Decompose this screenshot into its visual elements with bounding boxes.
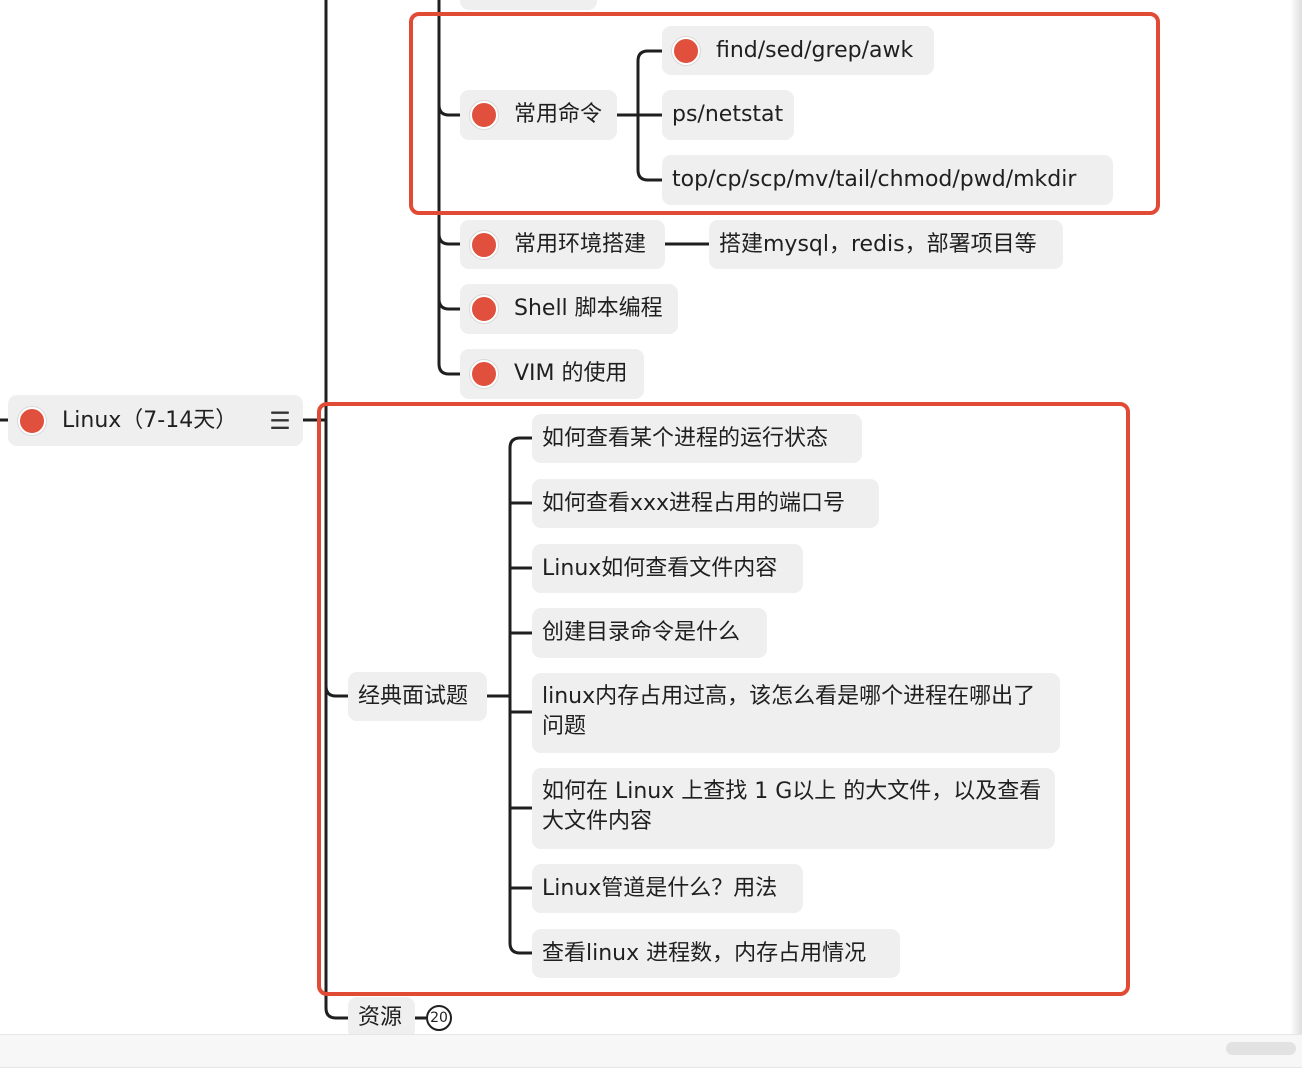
question-label: 如何查看xxx进程占用的端口号 xyxy=(542,490,846,516)
root-label: Linux（7-14天） xyxy=(62,407,238,433)
marker-icon xyxy=(470,101,498,129)
notes-menu-icon[interactable]: ☰ xyxy=(269,406,291,435)
question-node[interactable]: linux内存占用过高，该怎么看是哪个进程在哪出了问题 xyxy=(532,673,1060,753)
collapsed-count-badge[interactable]: 20 xyxy=(426,1005,452,1031)
clipped-top-node xyxy=(460,0,597,10)
question-node[interactable]: Linux如何查看文件内容 xyxy=(532,544,803,593)
command-node-ps[interactable]: ps/netstat xyxy=(662,90,794,140)
horizontal-scroll-track[interactable] xyxy=(0,1034,1302,1068)
vim-label: VIM 的使用 xyxy=(514,361,628,386)
env-setup-child-node[interactable]: 搭建mysql，redis，部署项目等 xyxy=(709,220,1063,269)
marker-icon xyxy=(672,36,700,65)
command-label: find/sed/grep/awk xyxy=(716,37,914,63)
question-label: 如何查看某个进程的运行状态 xyxy=(542,425,829,451)
question-label: linux内存占用过高，该怎么看是哪个进程在哪出了问题 xyxy=(542,684,1036,739)
env-setup-child-label: 搭建mysql，redis，部署项目等 xyxy=(719,231,1037,257)
marker-icon xyxy=(470,295,498,323)
commands-node[interactable]: 常用命令 xyxy=(460,90,617,140)
marker-icon xyxy=(470,230,498,259)
shell-label: Shell 脚本编程 xyxy=(514,296,663,321)
question-node[interactable]: 查看linux 进程数，内存占用情况 xyxy=(532,929,900,978)
question-node[interactable]: 如何查看xxx进程占用的端口号 xyxy=(532,479,879,528)
question-label: 如何在 Linux 上查找 1 G以上 的大文件，以及查看大文件内容 xyxy=(542,779,1042,834)
command-node-top[interactable]: top/cp/scp/mv/tail/chmod/pwd/mkdir xyxy=(662,155,1113,205)
canvas-edge-shadow xyxy=(1290,0,1302,1034)
question-node[interactable]: 如何查看某个进程的运行状态 xyxy=(532,414,862,463)
resources-label: 资源 xyxy=(358,1005,403,1030)
shell-node[interactable]: Shell 脚本编程 xyxy=(460,284,678,334)
question-label: 创建目录命令是什么 xyxy=(542,620,741,645)
interview-label: 经典面试题 xyxy=(358,683,469,709)
command-label: top/cp/scp/mv/tail/chmod/pwd/mkdir xyxy=(672,167,1077,192)
marker-icon xyxy=(470,360,498,388)
root-node[interactable]: Linux（7-14天） ☰ xyxy=(8,395,303,446)
question-label: 查看linux 进程数，内存占用情况 xyxy=(542,940,867,966)
resources-node[interactable]: 资源 xyxy=(348,997,415,1039)
question-label: Linux如何查看文件内容 xyxy=(542,555,778,581)
horizontal-scrollbar-thumb[interactable] xyxy=(1226,1042,1296,1055)
vim-node[interactable]: VIM 的使用 xyxy=(460,349,644,399)
question-label: Linux管道是什么？用法 xyxy=(542,875,778,901)
marker-icon xyxy=(18,406,46,435)
commands-label: 常用命令 xyxy=(514,102,603,127)
env-setup-label: 常用环境搭建 xyxy=(514,231,647,257)
command-node-find[interactable]: find/sed/grep/awk xyxy=(662,26,934,75)
env-setup-node[interactable]: 常用环境搭建 xyxy=(460,220,665,269)
highlight-box-commands xyxy=(409,12,1160,215)
question-node[interactable]: 如何在 Linux 上查找 1 G以上 的大文件，以及查看大文件内容 xyxy=(532,768,1055,849)
question-node[interactable]: 创建目录命令是什么 xyxy=(532,608,767,658)
highlight-box-interview xyxy=(317,402,1130,996)
question-node[interactable]: Linux管道是什么？用法 xyxy=(532,864,803,913)
interview-node[interactable]: 经典面试题 xyxy=(348,672,487,721)
command-label: ps/netstat xyxy=(672,102,784,127)
